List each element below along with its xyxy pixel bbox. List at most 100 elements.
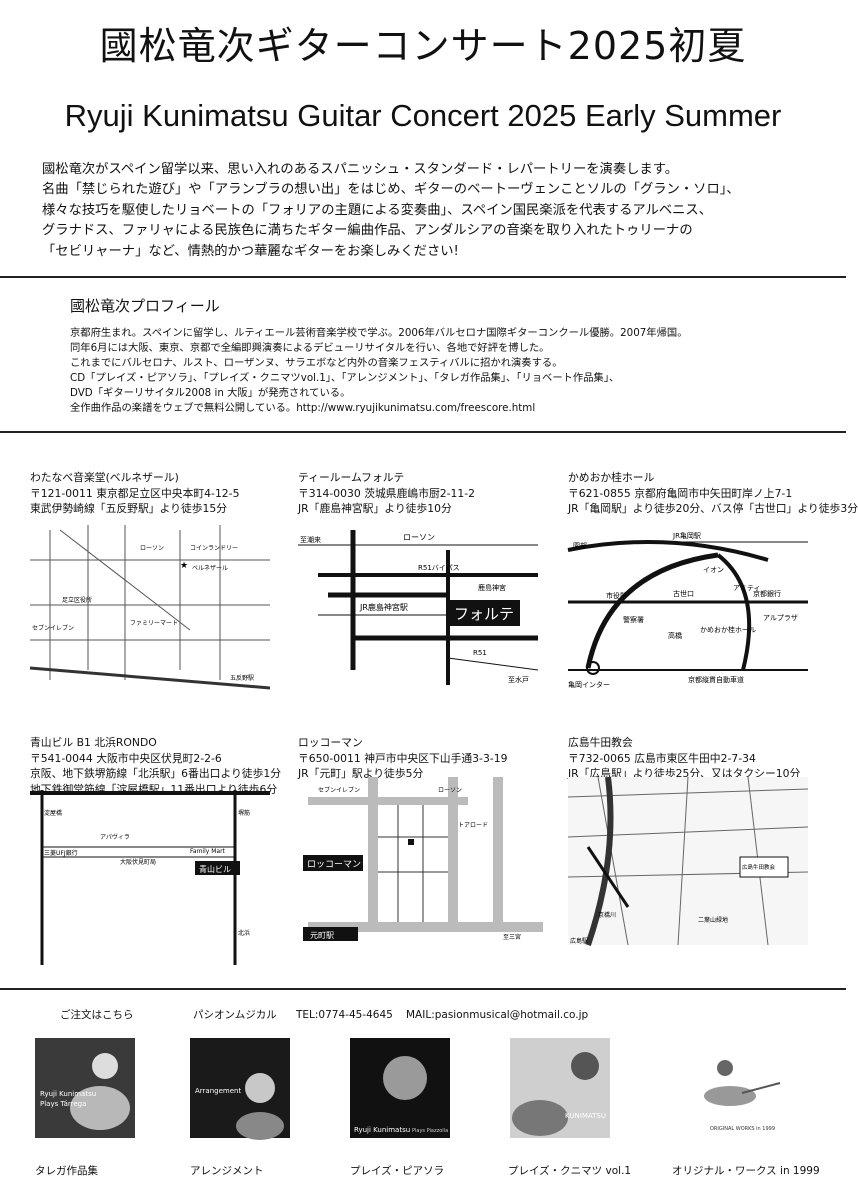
venue-address: 〒650-0011 神戸市中央区下山手通3-3-19 — [298, 751, 508, 765]
venue-name: わたなべ音楽堂(ベルネザール) — [30, 471, 179, 484]
map-label: 淀屋橋 — [44, 809, 62, 817]
venue-address: 〒621-0855 京都府亀岡市中矢田町岸ノ上7-1 — [568, 486, 793, 500]
venue-map: 青山ビル 淀屋橋 堺筋 アパヴィラ 三菱UFJ銀行 大阪伏見町局 Family … — [30, 790, 270, 965]
map-label: コインランドリー — [190, 545, 238, 552]
cd-cover-kunimatsu: KUNIMATSU — [510, 1038, 610, 1138]
map-label: アパヴィラ — [100, 833, 130, 841]
map-label: 亀岡インター — [568, 680, 610, 689]
intro-line: グラナドス、ファリャによる民族色に満ちたギター編曲作品、アンダルシアの音楽を取り… — [42, 223, 693, 239]
map-label: 至三宮 — [503, 933, 521, 941]
cd-cover-text: ORIGINAL WORKS in 1999 — [710, 1126, 775, 1132]
venue-marker-icon: ★ — [180, 561, 188, 571]
profile-line: 全作曲作品の楽譜をウェブで無料公開している。http://www.ryujiku… — [70, 402, 536, 414]
intro-line: 國松竜次がスペイン留学以来、思い入れのあるスパニッシュ・スタンダード・レパートリ… — [42, 162, 678, 177]
venue-rondo: 青山ビル B1 北浜RONDO 〒541-0044 大阪市中央区伏見町2-2-6… — [30, 735, 292, 965]
venue-name: 広島牛田教会 — [568, 736, 633, 749]
cd-cover-arrangement: Arrangement — [190, 1038, 290, 1140]
map-label: 元町駅 — [310, 931, 334, 940]
profile-line: 京都府生まれ。スペインに留学し、ルティエール芸術音楽学校で学ぶ。2006年バルセ… — [70, 327, 688, 339]
intro-line: 名曲「禁じられた遊び」や「アランブラの想い出」をはじめ、ギターのベートーヴェンこ… — [42, 182, 740, 198]
venue-map: ロッコーマン 元町駅 セブンイレブン ローソン トアロード 至三宮 — [303, 777, 543, 941]
cd-cover-piazzolla: Ryuji Kunimatsu Plays Piazzolla — [350, 1038, 450, 1138]
map-label: セブンイレブン — [318, 786, 360, 794]
map-label: 足立区役所 — [62, 596, 92, 604]
cd-cover-text: KUNIMATSU — [565, 1112, 606, 1120]
order-heading: ご注文はこちら — [60, 1009, 134, 1021]
cd-label: プレイズ・ピアソラ — [350, 1165, 445, 1177]
venue-access: JR「広島駅」より徒歩25分、又はタクシー10分 — [568, 767, 801, 780]
venue-rokkoman: ロッコーマン 〒650-0011 神戸市中央区下山手通3-3-19 JR「元町」… — [298, 735, 560, 965]
cd-cover-tarrega: Ryuji Kunimatsu Plays Tárrega — [35, 1038, 135, 1138]
title-japanese: 國松竜次ギターコンサート2025初夏 — [99, 24, 747, 68]
map-label: イオン — [703, 566, 724, 574]
map-label: フォルテ — [454, 605, 514, 623]
map-label: 京橋川 — [598, 911, 616, 919]
map-label: Family Mart — [190, 848, 226, 855]
map-label: ベルネザール — [192, 565, 228, 572]
map-label: 三菱UFJ銀行 — [44, 849, 78, 857]
venue-map: フォルテ ローソン R51バイパス JR鹿島神宮駅 鹿島神宮 R51 至水戸 至… — [298, 530, 539, 685]
cd-cover-text: Plays Piazzolla — [412, 1128, 448, 1134]
map-label: 京都縦貫自動車道 — [688, 675, 744, 684]
intro-line: 「セビリャーナ」など、情熱的かつ華麗なギターをお楽しみください! — [42, 243, 459, 259]
map-label: ファミリーマート — [130, 620, 178, 627]
map-label: R51バイパス — [418, 564, 460, 572]
intro-text: 國松竜次がスペイン留学以来、思い入れのあるスパニッシュ・スタンダード・レパートリ… — [42, 160, 822, 262]
order-tel[interactable]: TEL:0774-45-4645 — [296, 1009, 393, 1021]
map-label: 警察署 — [623, 615, 644, 624]
divider — [0, 431, 846, 433]
venue-ushita: 広島牛田教会 〒732-0065 広島市東区牛田中2-7-34 JR「広島駅」よ… — [567, 735, 830, 965]
venue-address: 〒121-0011 東京都足立区中央本町4-12-5 — [30, 486, 240, 500]
venue-address: 〒541-0044 大阪市中央区伏見町2-2-6 — [30, 751, 222, 765]
venue-name: ロッコーマン — [298, 736, 363, 749]
map-label: トアロード — [458, 822, 488, 829]
venue-access: JR「元町」駅より徒歩5分 — [298, 767, 424, 780]
cd-cover-original-works: ORIGINAL WORKS in 1999 — [680, 1038, 800, 1138]
map-label: 大阪伏見町局 — [120, 858, 156, 866]
venue-name: 青山ビル B1 北浜RONDO — [30, 736, 157, 749]
map-label: 青山ビル — [199, 864, 231, 874]
map-label: ローソン — [438, 787, 462, 794]
map-label: 古世口 — [673, 589, 694, 598]
map-label: 鹿島神宮 — [478, 583, 506, 592]
map-label: 五反野駅 — [230, 674, 254, 682]
profile-line: これまでにバルセロナ、ルスト、ローザンヌ、サラエボなど内外の音楽フェスティバルに… — [70, 357, 563, 369]
map-label: 広島牛田教会 — [742, 863, 776, 871]
profile-line: 同年6月には大阪、東京、京都で全編即興演奏によるデビューリサイタルを行い、各地で… — [70, 342, 550, 354]
map-label: 至水戸 — [508, 675, 529, 684]
map-label: アミティ — [733, 584, 760, 592]
map-label: 北浜 — [238, 929, 250, 937]
map-label: かめおか桂ホール — [700, 625, 756, 634]
divider — [0, 276, 846, 278]
map-label: ローソン — [403, 533, 435, 542]
order-mail[interactable]: MAIL:pasionmusical@hotmail.co.jp — [406, 1009, 589, 1021]
map-label: 園部 — [573, 541, 587, 550]
map-label: 二葉山緑地 — [698, 916, 728, 924]
profile-text: 京都府生まれ。スペインに留学し、ルティエール芸術音楽学校で学ぶ。2006年バルセ… — [70, 326, 830, 416]
cd-label: オリジナル・ワークス in 1999 — [672, 1165, 820, 1177]
cd-cover-text: Arrangement — [195, 1087, 241, 1095]
map-label: JR鹿島神宮駅 — [359, 602, 408, 612]
venue-address: 〒314-0030 茨城県鹿嶋市厨2-11-2 — [298, 486, 476, 500]
map-label: ローソン — [140, 545, 164, 552]
map-label: アルプラザ — [763, 614, 798, 622]
map-label: 高橋 — [668, 631, 682, 640]
map-label: 広島駅 — [570, 937, 588, 945]
map-label: JR亀岡駅 — [672, 531, 701, 540]
cd-cover-text: Ryuji Kunimatsu — [354, 1126, 410, 1134]
venue-kameoka: かめおか桂ホール 〒621-0855 京都府亀岡市中矢田町岸ノ上7-1 JR「亀… — [567, 470, 858, 700]
map-label: 至潮来 — [300, 535, 321, 544]
map-label: 堺筋 — [238, 809, 250, 817]
profile-line: CD「プレイズ・ピアソラ」、「プレイズ・クニマツvol.1」、「アレンジメント」… — [70, 372, 620, 384]
cd-cover-text: Plays Tárrega — [40, 1100, 86, 1108]
venue-access: 東武伊勢崎線「五反野駅」より徒歩15分 — [30, 502, 228, 515]
venue-access: 京阪、地下鉄堺筋線「北浜駅」6番出口より徒歩1分 — [30, 767, 282, 780]
cd-label: アレンジメント — [190, 1165, 264, 1177]
venue-access: JR「亀岡駅」より徒歩20分、バス停「古世口」より徒歩3分 — [568, 502, 858, 515]
venue-map: JR亀岡駅 園部 イオン アミティ 市役所 古世口 京都銀行 警察署 高橋 かめ… — [567, 531, 808, 689]
venue-name: かめおか桂ホール — [568, 471, 655, 484]
divider — [0, 988, 846, 990]
venue-map: 広島牛田教会 京橋川 二葉山緑地 広島駅 — [567, 776, 809, 946]
intro-line: 様々な技巧を駆使したリョベートの「フォリアの主題による変奏曲」、スペイン国民楽派… — [42, 202, 713, 218]
venue-map: 足立区役所 五反野駅 ベルネザール ローソン コインランドリー セブンイレブン … — [29, 525, 271, 690]
